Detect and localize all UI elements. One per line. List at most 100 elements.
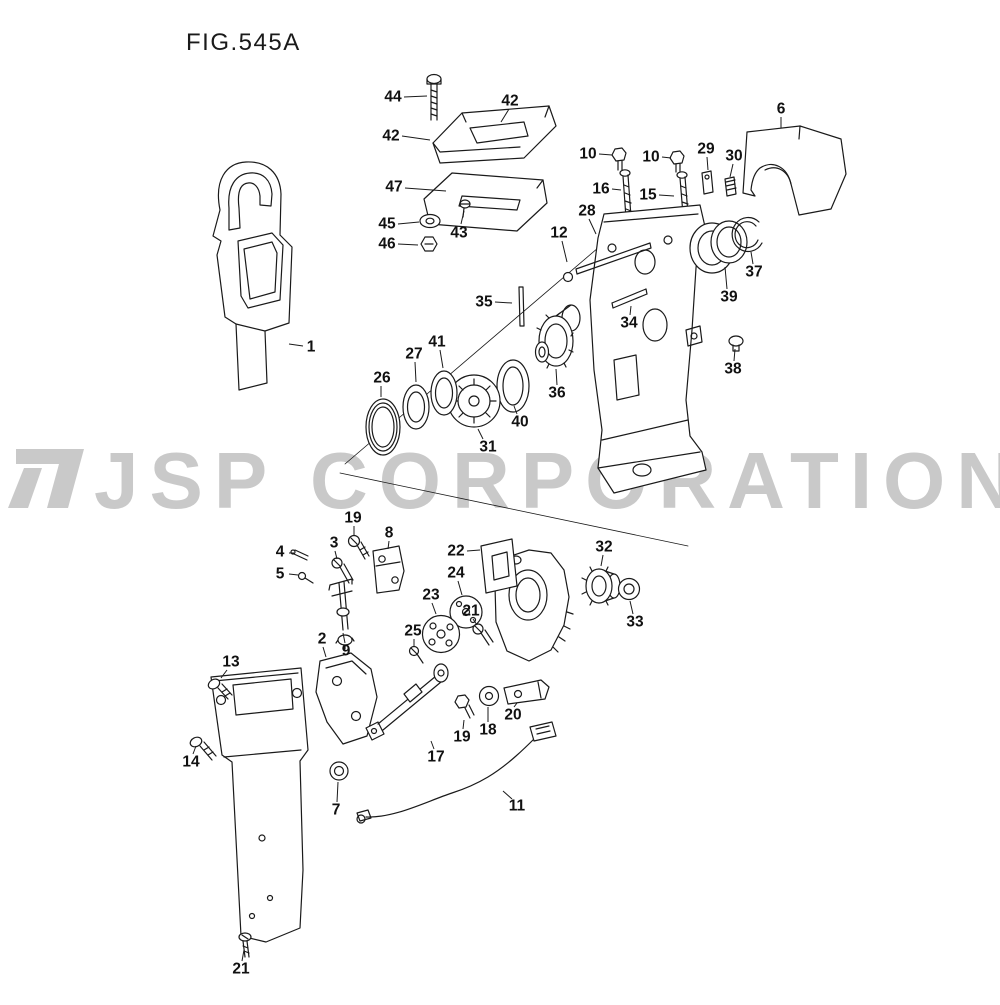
leader-line xyxy=(502,790,513,800)
part-38-cap xyxy=(728,335,744,352)
leader-line xyxy=(288,573,299,576)
part-10-bolt-2 xyxy=(669,150,685,173)
part-label-14: 14 xyxy=(182,754,200,771)
part-label-42: 42 xyxy=(382,128,399,145)
part-2-bracket xyxy=(315,652,378,745)
part-label-18: 18 xyxy=(479,722,497,739)
leader-line xyxy=(724,266,728,290)
part-29-plate xyxy=(701,170,714,195)
part-44-screw xyxy=(426,73,442,121)
leader-line xyxy=(598,153,613,156)
part-label-42: 42 xyxy=(501,93,518,110)
part-14-screw xyxy=(189,736,217,761)
part-23-disc xyxy=(421,614,461,654)
part-41-ring xyxy=(430,370,458,416)
leader-line xyxy=(513,405,518,415)
leader-line xyxy=(401,135,431,141)
part-label-10: 10 xyxy=(579,146,596,163)
part-label-15: 15 xyxy=(639,187,657,204)
part-label-21: 21 xyxy=(232,961,250,978)
leader-line xyxy=(439,349,444,369)
part-label-21: 21 xyxy=(462,603,480,620)
part-9-shaft xyxy=(328,578,355,650)
leader-line xyxy=(561,240,568,263)
part-label-44: 44 xyxy=(384,89,402,106)
part-label-38: 38 xyxy=(724,361,742,378)
part-18-washer xyxy=(478,685,500,707)
part-label-19: 19 xyxy=(453,729,471,746)
leader-line xyxy=(460,210,465,225)
part-label-25: 25 xyxy=(404,623,422,640)
leader-line xyxy=(629,305,632,316)
part-7-ring xyxy=(329,761,349,781)
leader-line xyxy=(729,163,734,178)
leader-line xyxy=(472,618,478,626)
leader-line xyxy=(288,343,304,347)
part-label-6: 6 xyxy=(777,101,786,118)
leader-line xyxy=(661,156,672,159)
leader-line xyxy=(404,187,447,192)
leader-line xyxy=(555,368,558,386)
watermark-text: JSP CORPORATION xyxy=(94,436,1000,525)
leader-line xyxy=(322,646,327,658)
part-label-30: 30 xyxy=(725,148,742,165)
part-label-23: 23 xyxy=(422,587,440,604)
part-label-19: 19 xyxy=(344,510,362,527)
leader-line xyxy=(192,745,197,755)
part-label-28: 28 xyxy=(578,203,596,220)
bottom-mounting-plate xyxy=(210,667,309,943)
part-label-43: 43 xyxy=(450,225,468,242)
leader-line xyxy=(611,188,622,191)
part-label-24: 24 xyxy=(447,565,465,582)
leader-line xyxy=(403,95,428,98)
part-label-3: 3 xyxy=(330,535,339,552)
part-21-screw-bottom xyxy=(238,932,252,958)
leader-line xyxy=(513,702,518,708)
leader-line xyxy=(430,740,435,750)
part-25-screw xyxy=(408,645,424,664)
part-label-31: 31 xyxy=(479,439,497,456)
part-label-9: 9 xyxy=(342,643,351,660)
part-22-plate xyxy=(480,538,518,594)
part-8-bracket xyxy=(372,545,405,594)
part-46-nut xyxy=(420,236,438,252)
part-21-screw-mid xyxy=(472,623,494,646)
part-label-5: 5 xyxy=(276,566,285,583)
part-11-cable xyxy=(356,721,557,824)
part-27-ring xyxy=(402,384,430,430)
leader-line xyxy=(750,251,754,265)
jsp-logo-icon xyxy=(16,449,84,508)
part-label-11: 11 xyxy=(509,798,526,815)
part-label-20: 20 xyxy=(504,707,521,724)
part-37-snap-ring xyxy=(731,216,763,253)
part-label-12: 12 xyxy=(550,225,567,242)
part-40-ring xyxy=(496,359,530,413)
leader-line xyxy=(342,632,346,644)
part-35-pin xyxy=(518,286,525,327)
part-label-26: 26 xyxy=(373,370,391,387)
part-4-clip xyxy=(290,549,309,561)
part-17-link-rod xyxy=(365,663,449,741)
leader-line xyxy=(457,580,463,596)
figure-title: FIG.545A xyxy=(186,29,301,56)
leader-line xyxy=(658,194,675,197)
part-6-cover xyxy=(742,125,847,216)
part-42-plate xyxy=(432,105,557,164)
part-12-rod xyxy=(562,242,652,283)
leader-line xyxy=(336,781,339,803)
part-label-4: 4 xyxy=(276,544,285,561)
leader-line xyxy=(706,156,709,171)
part-label-47: 47 xyxy=(385,179,402,196)
leader-line xyxy=(462,719,465,730)
part-33-ring xyxy=(617,577,641,601)
part-13-screw xyxy=(207,678,233,700)
part-label-1: 1 xyxy=(307,339,316,356)
part-1-control-handle xyxy=(212,161,293,391)
leader-line xyxy=(494,301,513,304)
leader-line xyxy=(220,669,228,679)
leader-line xyxy=(241,949,245,962)
part-label-8: 8 xyxy=(385,525,394,542)
part-label-34: 34 xyxy=(620,315,638,332)
part-label-41: 41 xyxy=(428,334,446,351)
part-36-gear-assembly xyxy=(534,304,581,369)
